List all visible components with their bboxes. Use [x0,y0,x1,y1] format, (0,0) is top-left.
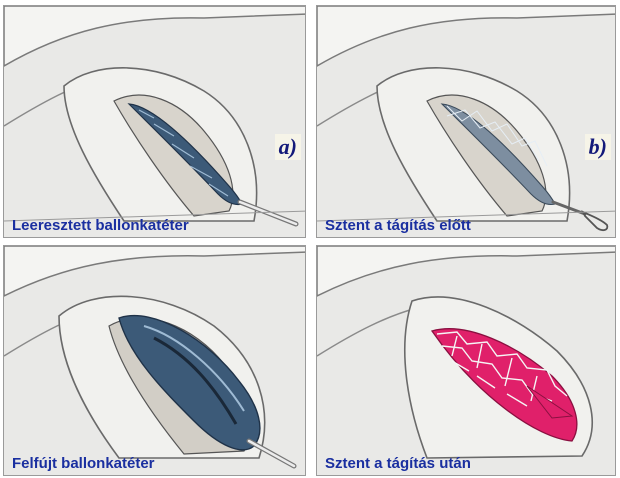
inflated-balloon-illustration [4,246,306,476]
caption-stent-before: Sztent a tágítás előtt [325,217,471,234]
caption-inflated-balloon: Felfújt ballonkatéter [12,455,155,472]
label-a: a) [275,134,301,160]
catheter-loop [583,212,607,230]
label-b: b) [585,134,611,160]
deflated-balloon-illustration [4,6,306,238]
panel-inflated-balloon: Felfújt ballonkatéter [3,245,306,476]
panel-stent-after: Sztent a tágítás után [316,245,616,476]
caption-stent-after: Sztent a tágítás után [325,455,471,472]
stent-before-illustration [317,6,616,238]
panel-stent-before: b) Sztent a tágítás előtt [316,5,616,238]
stent-after-illustration [317,246,616,476]
panel-deflated-balloon: a) Leeresztett ballonkatéter [3,5,306,238]
caption-deflated-balloon: Leeresztett ballonkatéter [12,217,189,234]
